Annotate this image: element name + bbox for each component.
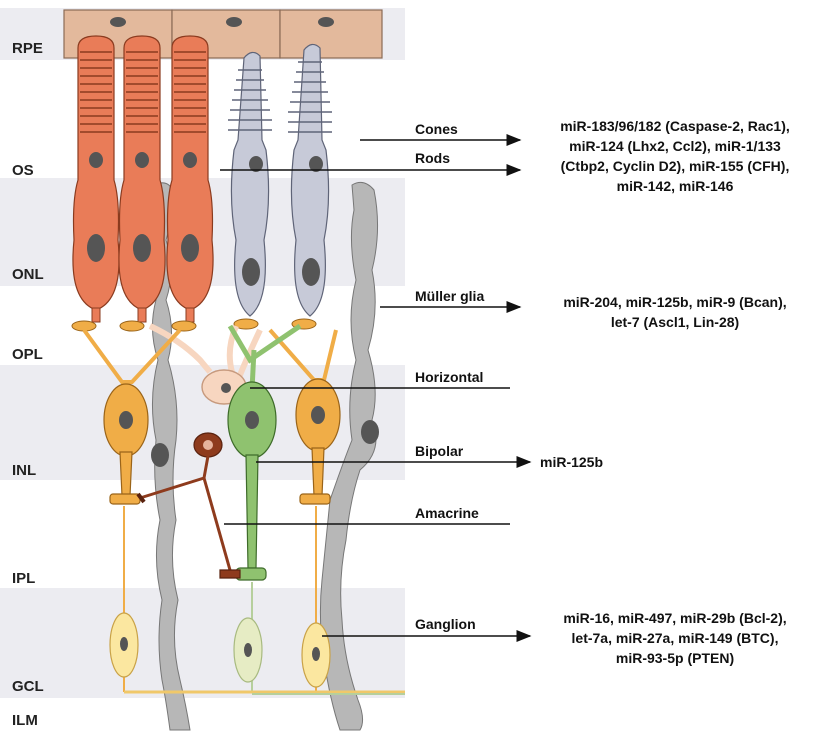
layer-label-ilm: ILM xyxy=(12,712,38,729)
mirna-photoreceptors-line: miR-124 (Lhx2, Ccl2), miR-1/133 xyxy=(540,136,810,156)
cell-label-cones: Cones xyxy=(415,121,458,137)
mirna-ganglion-line: let-7a, miR-27a, miR-149 (BTC), xyxy=(540,628,810,648)
mirna-photoreceptors-line: miR-183/96/182 (Caspase-2, Rac1), xyxy=(540,116,810,136)
mirna-photoreceptors: miR-183/96/182 (Caspase-2, Rac1), miR-12… xyxy=(540,116,810,196)
mirna-muller-line: miR-204, miR-125b, miR-9 (Bcan), xyxy=(540,292,810,312)
amacrine-nucleus xyxy=(203,440,213,450)
mirna-muller-line: let-7 (Ascl1, Lin-28) xyxy=(540,312,810,332)
mirna-muller: miR-204, miR-125b, miR-9 (Bcan), let-7 (… xyxy=(540,292,810,332)
cell-label-horizontal: Horizontal xyxy=(415,369,483,385)
mirna-bipolar: miR-125b xyxy=(540,452,640,472)
mirna-ganglion-line: miR-16, miR-497, miR-29b (Bcl-2), xyxy=(540,608,810,628)
cell-label-rods: Rods xyxy=(415,150,450,166)
layer-label-onl: ONL xyxy=(12,266,44,283)
cell-label-bipolar: Bipolar xyxy=(415,443,463,459)
layer-label-inl: INL xyxy=(12,462,36,479)
layer-label-ipl: IPL xyxy=(12,570,35,587)
mirna-photoreceptors-line: miR-142, miR-146 xyxy=(540,176,810,196)
cell-label-ganglion: Ganglion xyxy=(415,616,476,632)
cell-label-muller: Müller glia xyxy=(415,288,484,304)
cell-label-amacrine: Amacrine xyxy=(415,505,479,521)
layer-label-gcl: GCL xyxy=(12,678,44,695)
mirna-photoreceptors-line: (Ctbp2, Cyclin D2), miR-155 (CFH), xyxy=(540,156,810,176)
layer-label-opl: OPL xyxy=(12,346,43,363)
cone-terminals xyxy=(234,319,316,329)
mirna-ganglion-line: miR-93-5p (PTEN) xyxy=(540,648,810,668)
layer-label-os: OS xyxy=(12,162,34,179)
mirna-bipolar-line: miR-125b xyxy=(540,452,640,472)
synaptic-terminals xyxy=(72,321,196,331)
rod-photoreceptors xyxy=(73,36,213,310)
layer-label-rpe: RPE xyxy=(12,40,43,57)
green-bipolar-nucleus xyxy=(245,411,259,429)
rod-terminals xyxy=(92,308,194,322)
mirna-ganglion: miR-16, miR-497, miR-29b (Bcl-2), let-7a… xyxy=(540,608,810,668)
